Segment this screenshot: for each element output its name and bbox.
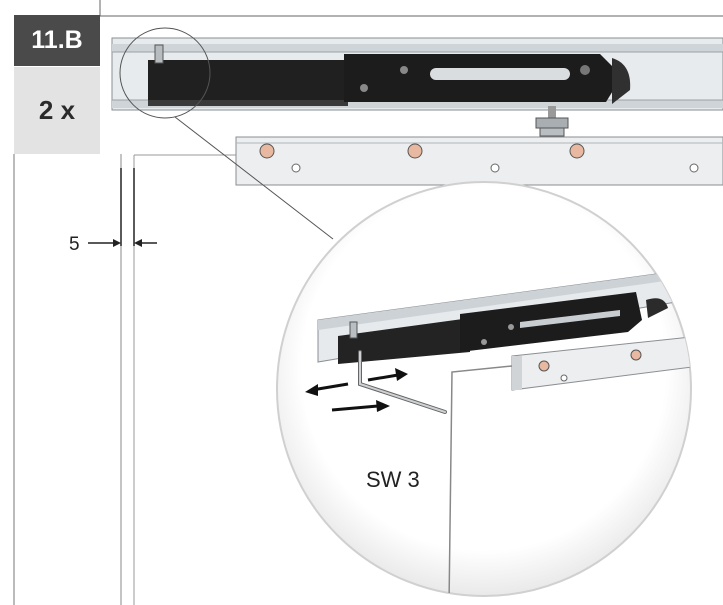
magnified-detail: [276, 181, 692, 597]
quantity-badge: 2 x: [14, 67, 100, 154]
zoom-source-circle: [119, 27, 211, 119]
dimension-marker: [88, 168, 157, 247]
dimension-label: 5: [69, 234, 80, 255]
step-number-badge: 11.B: [14, 15, 100, 66]
zoom-connector-line: [174, 116, 334, 240]
damper-unit: [148, 44, 631, 137]
tool-size-label: SW 3: [366, 467, 420, 492]
carrier-plate: [235, 136, 723, 186]
